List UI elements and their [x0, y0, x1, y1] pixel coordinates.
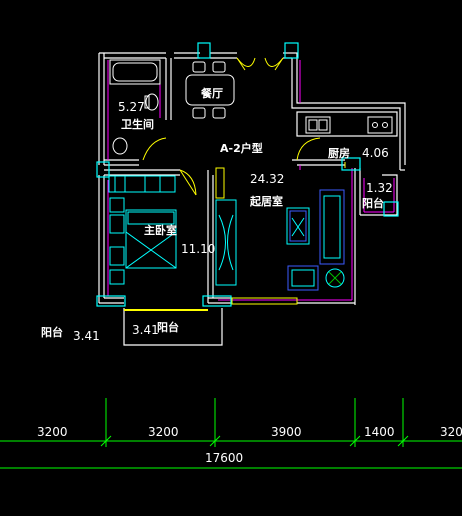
- columns: [96, 42, 399, 307]
- dim-seg-1: 3200: [37, 425, 68, 439]
- bedroom-furniture: [108, 175, 177, 285]
- master-area: 11.10: [181, 242, 215, 256]
- dimension-labels: 3200 3200 3900 1400 320 17600: [37, 425, 462, 465]
- dimension-lines: [0, 398, 462, 469]
- balcony-small-area: 1.32: [366, 181, 393, 195]
- kitchen-fixtures: [305, 116, 393, 134]
- dim-seg-2: 3200: [148, 425, 179, 439]
- balcony-bottom-name: 阳台: [157, 320, 179, 334]
- dim-seg-3: 3900: [271, 425, 302, 439]
- bath-area: 5.27: [118, 100, 145, 114]
- doors: [124, 57, 321, 311]
- balcony-bottom-area: 3.41: [132, 323, 159, 337]
- living-name: 起居室: [249, 194, 283, 208]
- windows: [231, 162, 346, 305]
- bath-fixtures: [109, 59, 161, 155]
- dining-name: 餐厅: [200, 86, 223, 100]
- dim-seg-5: 320: [440, 425, 462, 439]
- balcony-small-name: 阳台: [362, 196, 384, 210]
- balcony-left-name: 阳台: [41, 325, 63, 339]
- dim-seg-4: 1400: [364, 425, 395, 439]
- living-furniture: [286, 189, 345, 291]
- kitchen-name: 厨房: [328, 146, 350, 160]
- dim-total: 17600: [205, 451, 243, 465]
- balcony-left-area: 3.41: [73, 329, 100, 343]
- living-area: 24.32: [250, 172, 284, 186]
- tv-cabinet: [215, 167, 237, 286]
- outer-walls: [98, 52, 406, 346]
- bath-name: 卫生间: [121, 117, 154, 131]
- room-labels: 餐厅 5.27 卫生间 A-2户型 厨房 4.06 24.32 起居室 1.32…: [41, 86, 393, 343]
- type-label: A-2户型: [220, 141, 263, 155]
- kitchen-area: 4.06: [362, 146, 389, 160]
- master-name: 主卧室: [144, 223, 177, 237]
- dining-table: [185, 61, 235, 119]
